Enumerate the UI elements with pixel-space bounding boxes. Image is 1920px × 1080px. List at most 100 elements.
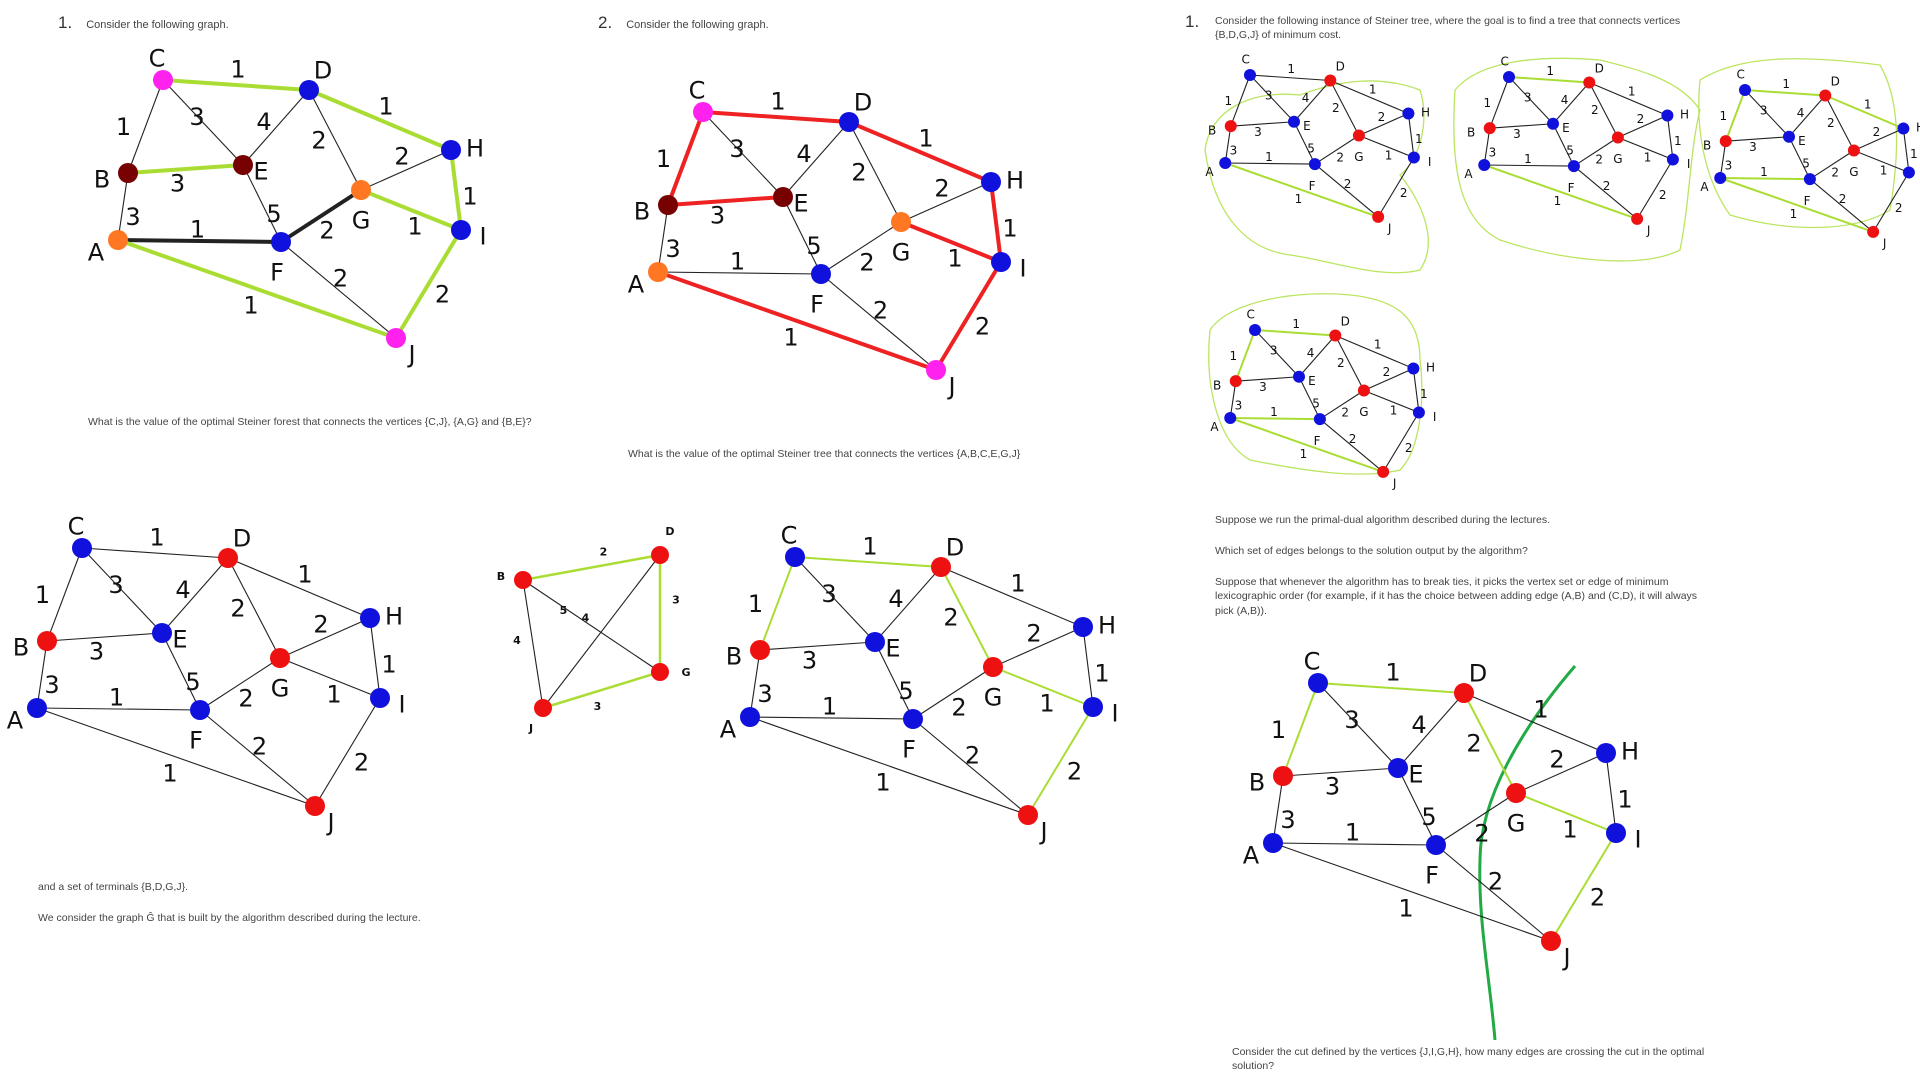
edge-FJ [1809,178,1874,233]
edge-CE [1744,89,1790,138]
edge-FJ [912,718,1029,816]
edge-weight-CD: 1 [230,55,245,83]
node-G [983,657,1003,677]
edge-EF [242,164,282,243]
edge-CD [1744,89,1826,97]
edge-AJ [1483,164,1638,220]
edge-HI [1605,752,1617,834]
node-B [118,163,138,183]
node-label-C: C [1501,54,1509,68]
node-label-D: D [1831,74,1840,88]
edge-weight-IJ: 2 [1895,201,1903,215]
edge-weight-HI: 1 [1420,387,1428,401]
edge-IJ [394,228,463,340]
edge-weight-HI: 1 [1674,134,1682,148]
node-label-J: J [325,808,334,836]
edge-CB [46,547,83,642]
small-edge-weight-BJ: 4 [513,634,521,647]
edge-BE [667,195,784,207]
edge-BA [749,649,761,718]
edge-AF [36,707,201,711]
edge-BA [1272,775,1284,844]
node-F [1313,413,1326,426]
node-H [981,172,1001,192]
node-J [1631,212,1644,225]
edge-BE [1489,123,1554,129]
node-J [926,360,946,380]
edge-EF [1552,123,1575,167]
edge-weight-DH: 1 [1864,98,1872,112]
q1-question: What is the value of the optimal Steiner… [88,416,532,428]
edge-CE [1249,74,1295,123]
edge-AJ [1719,177,1874,233]
edge-BE [1230,121,1295,127]
edge-DH [1463,692,1607,754]
small-node-D [651,546,669,564]
edge-weight-GH: 2 [394,142,409,170]
edge-DG [940,566,994,668]
node-G [1847,144,1860,157]
edge-weight-IJ: 2 [1067,757,1082,785]
edge-weight-BE: 3 [1513,127,1521,141]
edge-weight-GH: 2 [313,610,328,638]
edge-AF [749,716,914,720]
node-C [1739,84,1751,96]
edge-weight-BA: 3 [44,671,59,699]
edge-weight-HI: 1 [1617,785,1632,813]
node-label-B: B [1208,124,1216,138]
small-node-label-B: B [497,570,505,583]
edge-weight-CB: 1 [1224,94,1232,108]
edge-GH [1853,127,1904,152]
edge-AJ [36,707,316,807]
edge-weight-BE: 3 [1254,125,1262,139]
node-label-H: H [1098,611,1116,639]
node-label-D: D [1341,314,1350,328]
node-H [1402,107,1415,120]
node-I [1902,166,1915,179]
node-C [1249,324,1261,336]
node-A [27,698,47,718]
node-E [1547,117,1559,130]
node-A [1714,172,1727,184]
node-label-B: B [1703,139,1711,153]
node-D [1324,74,1337,87]
edge-CE [162,79,244,166]
node-label-A: A [1464,167,1473,181]
node-label-C: C [68,512,85,540]
small-edge-JG [542,670,661,710]
edge-DH [1335,334,1414,370]
node-label-G: G [1354,150,1363,164]
edge-weight-CD: 1 [149,523,164,551]
edge-FG [1314,135,1360,165]
node-B [1273,766,1293,786]
node-label-D: D [854,88,872,116]
edge-weight-CB: 1 [748,590,763,618]
node-label-E: E [793,189,808,217]
node-label-C: C [149,44,166,72]
node-E [152,623,172,643]
node-label-H: H [466,134,484,162]
edge-weight-FJ: 2 [1603,179,1611,193]
node-D [839,112,859,132]
edge-weight-DE: 4 [1797,106,1805,120]
edge-DH [1330,79,1409,115]
node-E [773,187,793,207]
edge-FJ [280,241,397,339]
edge-weight-DG: 2 [230,594,245,622]
edge-CE [1508,76,1554,125]
node-F [1308,158,1321,171]
node-label-A: A [720,715,737,743]
node-label-F: F [1309,179,1316,193]
edge-weight-GH: 2 [1383,365,1391,379]
edge-CE [794,556,876,643]
edge-weight-DE: 4 [796,140,811,168]
edge-weight-AF: 1 [1345,818,1360,846]
edge-AF [1484,164,1574,167]
edge-DH [940,566,1084,628]
edge-FG [820,221,902,275]
edge-weight-DG: 2 [1591,103,1599,117]
edge-FJ [1319,418,1384,473]
node-label-J: J [1646,224,1651,238]
